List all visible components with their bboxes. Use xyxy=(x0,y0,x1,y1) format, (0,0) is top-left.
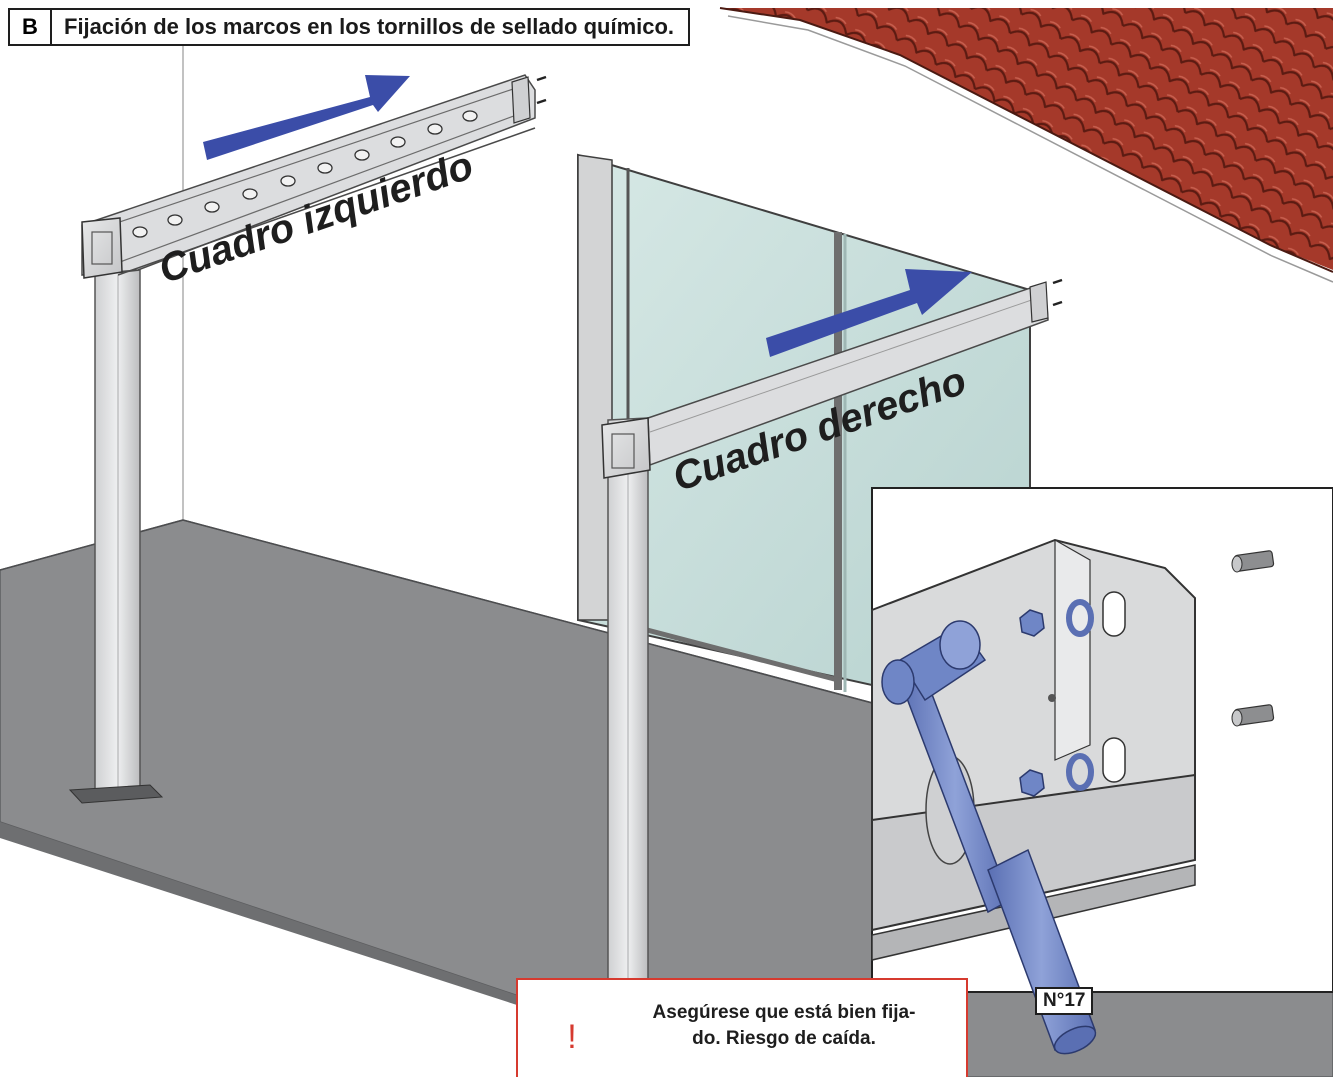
roof-tiles xyxy=(719,7,1333,283)
section-letter: B xyxy=(10,10,52,44)
warning-line-1: Asegúrese que está bien fija- xyxy=(652,1002,916,1023)
nuts-and-washers xyxy=(1019,599,1094,797)
section-header: B Fijación de los marcos en los tornillo… xyxy=(8,8,691,46)
section-title: Fijación de los marcos en los tornillos … xyxy=(64,14,675,39)
warning-text: Asegúrese que está bien fija- do. Riesgo… xyxy=(610,1000,958,1052)
arrow-right-frame xyxy=(766,269,972,357)
anchor-studs xyxy=(1231,550,1275,727)
detail-inset xyxy=(871,487,1333,1055)
warning-box: ! Asegúrese que está bien fija- do. Ries… xyxy=(516,978,968,1077)
wrench-size-tag: N°17 xyxy=(1035,987,1094,1015)
left-frame xyxy=(68,74,547,804)
warning-line-2: do. Riesgo de caída. xyxy=(692,1028,876,1049)
warning-exclamation: ! xyxy=(567,1018,577,1056)
arrow-left-frame xyxy=(203,75,410,160)
